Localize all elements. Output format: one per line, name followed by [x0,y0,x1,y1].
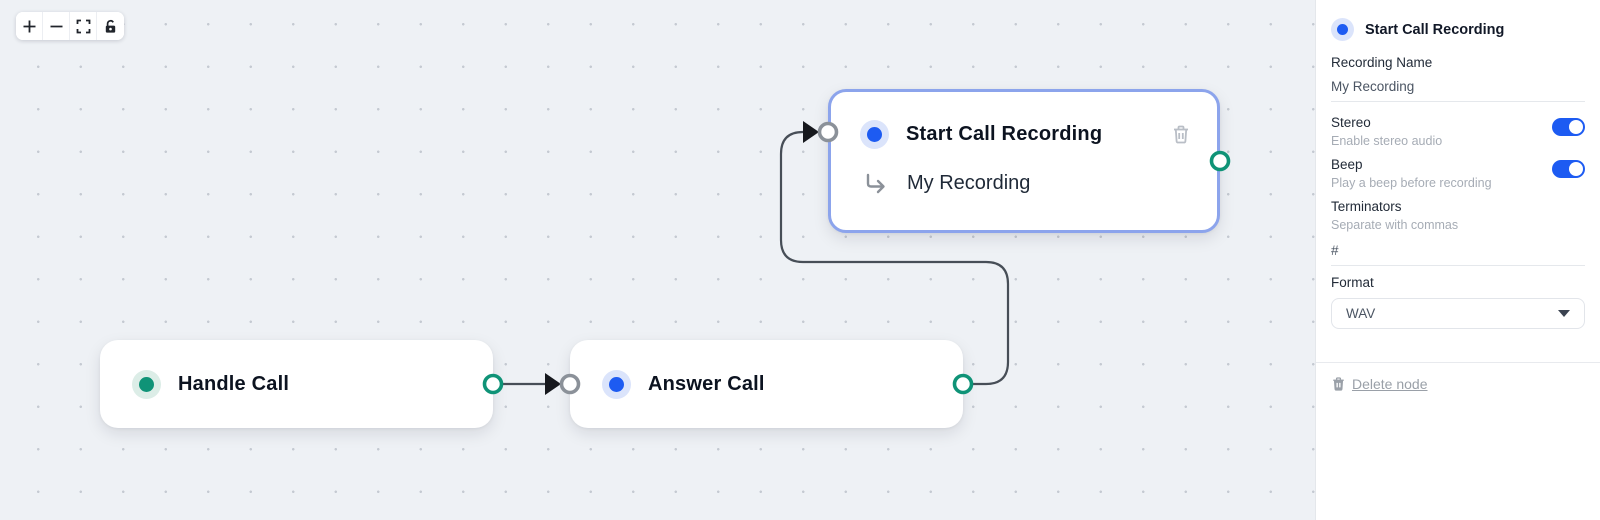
format-select[interactable]: WAV [1331,298,1585,329]
panel-divider [1316,362,1600,363]
recording-name-label: Recording Name [1331,55,1433,70]
stereo-description: Enable stereo audio [1331,134,1443,148]
terminators-label: Terminators [1331,199,1402,214]
node-settings-panel: Start Call Recording Recording Name My R… [1315,0,1600,520]
trash-icon [1333,377,1344,391]
terminators-input[interactable]: # [1331,243,1339,258]
input-underline [1331,265,1585,266]
node-start-call-recording[interactable]: Start Call Recording My Recording [828,89,1220,233]
zoom-out-button[interactable] [43,12,70,40]
stereo-label: Stereo [1331,115,1371,130]
node-type-dot [1331,18,1354,41]
node-title: Answer Call [648,372,765,395]
edge-layer [482,121,1231,395]
zoom-in-button[interactable] [16,12,43,40]
beep-label: Beep [1331,157,1363,172]
node-title: Handle Call [178,372,290,395]
beep-toggle[interactable] [1552,160,1585,178]
node-type-dot [132,369,161,399]
format-label: Format [1331,275,1374,290]
fit-view-icon [76,19,90,33]
lock-button[interactable] [97,12,124,40]
minus-icon [50,25,62,27]
trash-icon [1174,125,1188,143]
recording-name-input[interactable]: My Recording [1331,79,1415,94]
edge-arrowhead [803,121,819,143]
node-type-dot [860,119,889,149]
node-type-dot [602,369,631,399]
node-subtitle: My Recording [907,172,1031,194]
fit-view-button[interactable] [70,12,97,40]
input-underline [1331,101,1585,102]
terminators-description: Separate with commas [1331,218,1459,232]
panel-title: Start Call Recording [1365,21,1505,38]
canvas-toolbar [16,12,124,40]
chevron-down-icon [1558,310,1570,317]
flow-canvas[interactable]: Handle Call Answer Call Start Call Recor… [0,0,1315,520]
beep-description: Play a beep before recording [1331,176,1492,190]
delete-node-label: Delete node [1352,376,1428,392]
delete-node-link[interactable]: Delete node [1331,376,1585,392]
branch-arrow-icon [866,173,885,193]
unlock-icon [105,19,116,33]
format-selected-value: WAV [1346,306,1376,321]
node-answer-call[interactable]: Answer Call [570,340,963,428]
delete-node-icon-button[interactable] [1171,124,1191,145]
stereo-toggle[interactable] [1552,118,1585,136]
node-handle-call[interactable]: Handle Call [100,340,493,428]
panel-header: Start Call Recording [1331,18,1585,41]
node-title: Start Call Recording [906,122,1103,145]
plus-icon [23,20,35,32]
edge-arrowhead [545,373,561,395]
